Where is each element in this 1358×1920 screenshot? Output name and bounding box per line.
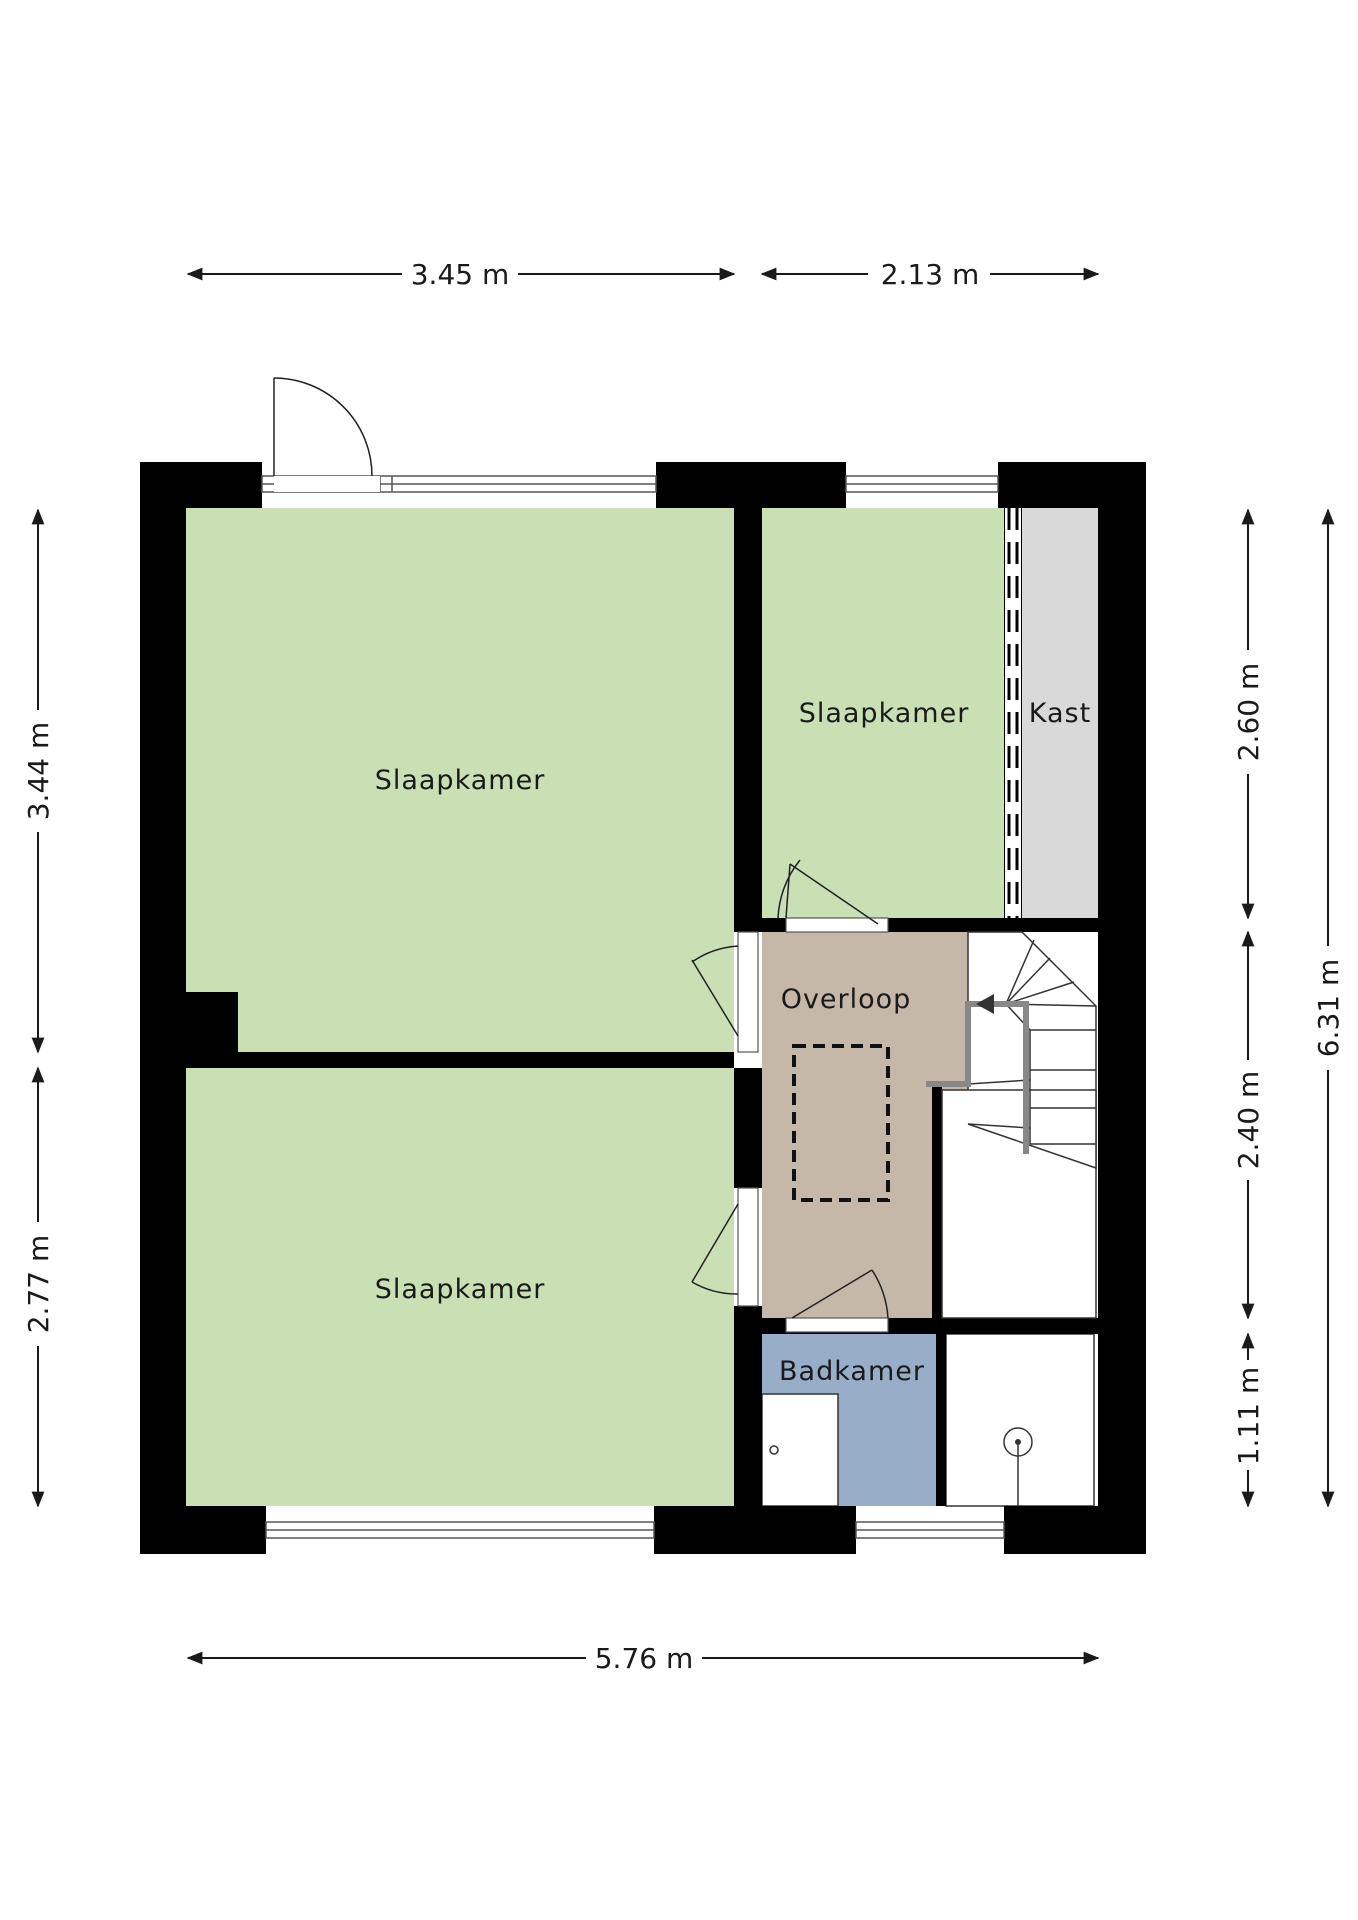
- attic-hatch: [792, 1044, 890, 1202]
- dim-label-top-right: 2.13 m: [881, 258, 980, 291]
- dimension-right-1: 2.60 m: [1232, 508, 1265, 920]
- bedroom-bottom-fill: [186, 1068, 734, 1506]
- wall-horizontal-small-bedroom: [762, 918, 786, 932]
- wall-right: [1098, 462, 1146, 1554]
- dimension-right-3: 1.11 m: [1232, 1332, 1265, 1508]
- wall-bottom-right: [1004, 1506, 1146, 1554]
- label-bedroom-small: Slaapkamer: [799, 698, 970, 729]
- wall-horizontal-landing-right: [968, 918, 1098, 932]
- closet-fill: [1022, 508, 1098, 918]
- dim-label-right-1: 2.60 m: [1232, 663, 1265, 762]
- dimension-right-total: 6.31 m: [1312, 508, 1345, 1508]
- door-balcony: [273, 377, 380, 492]
- dim-label-right-3: 1.11 m: [1232, 1367, 1265, 1466]
- label-landing: Overloop: [781, 984, 912, 1015]
- bedroom-small-fill: [762, 508, 1004, 918]
- wall-vertical-center-lower: [734, 1068, 762, 1188]
- label-bedroom-bottom: Slaapkamer: [375, 1274, 546, 1305]
- wall-vertical-center-upper: [734, 508, 762, 932]
- closet-divider: [1005, 508, 1021, 918]
- door-small-bedroom: [777, 859, 889, 933]
- wall-bottom-mid: [654, 1506, 856, 1554]
- wall-horizontal-small-bedroom-2: [888, 918, 968, 932]
- dim-label-right-total: 6.31 m: [1312, 959, 1345, 1058]
- room-fills: [186, 508, 1098, 1507]
- dimension-left-upper: 3.44 m: [22, 508, 55, 1054]
- wall-column-left: [186, 992, 238, 1052]
- bathroom-fixtures: [769, 1427, 1033, 1506]
- wall-bath-shower: [936, 1318, 946, 1506]
- door-upper-bedroom: [691, 931, 759, 1053]
- dim-label-bottom: 5.76 m: [595, 1642, 694, 1675]
- label-bathroom: Badkamer: [779, 1356, 925, 1387]
- bedroom-large-fill: [186, 508, 734, 1052]
- door-lower-bedroom: [691, 1187, 759, 1307]
- wall-horizontal-bedrooms: [186, 1052, 734, 1068]
- wall-top-right: [998, 462, 1146, 508]
- bath-cabinet: [761, 1393, 839, 1507]
- dim-label-left-lower: 2.77 m: [22, 1235, 55, 1334]
- label-closet: Kast: [1029, 698, 1091, 729]
- dimension-left-lower: 2.77 m: [22, 1066, 55, 1508]
- dim-label-left-upper: 3.44 m: [22, 722, 55, 821]
- sink-icon: [769, 1445, 779, 1455]
- dim-label-top-left: 3.45 m: [411, 258, 510, 291]
- stair-handrail: [926, 1001, 1029, 1154]
- room-labels: Slaapkamer Slaapkamer Kast Overloop Slaa…: [375, 698, 1091, 1387]
- doors: [273, 377, 889, 1333]
- window-bottom-left: [265, 1521, 655, 1539]
- window-bottom-right: [855, 1521, 1005, 1539]
- stair-lower-area: [941, 1089, 1097, 1319]
- dim-label-right-2: 2.40 m: [1232, 1071, 1265, 1170]
- stair-arrow-icon: [976, 994, 994, 1014]
- dimension-right-2: 2.40 m: [1232, 930, 1265, 1320]
- wall-left: [140, 462, 186, 1554]
- dimension-top-right: 2.13 m: [760, 258, 1100, 291]
- shower-area: [945, 1333, 1095, 1507]
- walls: [140, 462, 1146, 1554]
- wall-bottom-left: [140, 1506, 266, 1554]
- window-top-right: [845, 475, 999, 493]
- wall-top-left: [140, 462, 262, 508]
- dimension-top-left: 3.45 m: [186, 258, 736, 291]
- wall-stair-bottom: [942, 1318, 1098, 1334]
- wall-top-mid: [656, 462, 846, 508]
- label-bedroom-large: Slaapkamer: [375, 765, 546, 796]
- staircase: [926, 931, 1097, 1319]
- wall-vertical-center-bath: [734, 1306, 762, 1506]
- wall-landing-stair: [932, 1084, 942, 1318]
- dimension-bottom: 5.76 m: [186, 1642, 1100, 1675]
- door-bathroom: [785, 1269, 889, 1333]
